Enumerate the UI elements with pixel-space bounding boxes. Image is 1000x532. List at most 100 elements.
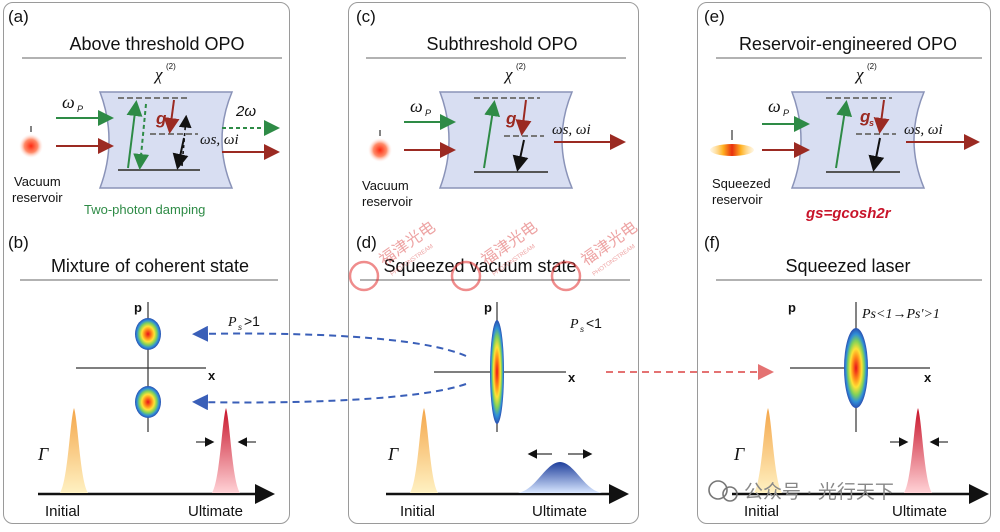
footer-brand: 公众号 · 光行天下 [708,480,894,503]
axis-p-label-f: p [788,300,796,315]
panel-e-tag: (e) [704,7,725,26]
footer-brand-text: 公众号 · 光行天下 [744,481,894,503]
axis-x-label-d: x [568,370,576,385]
panel-a-title: Above threshold OPO [69,34,244,54]
chi-label-a: χ [153,65,163,84]
pump-sub-a: P [77,104,83,114]
initial-peak-b [60,408,88,493]
pump-sub-e: P [783,108,789,118]
initial-label-f: Initial [744,503,779,520]
watermark: 福津光电 福津光电 福津光电 PHOTONSTREAM PHOTONSTREAM… [348,218,641,292]
relation-label-e: gs=gcosh2r [805,205,892,222]
pump-label-c: ω [410,96,423,116]
coupling-label-e: g [859,107,871,126]
panel-c: (c) Subthreshold OPO χ (2) ω P Vacuum re… [356,7,626,209]
prob-sub-d: s [580,325,584,334]
initial-peak-f [754,408,782,493]
coupling-label-c: g [505,109,517,128]
idler-transition-e [868,137,885,172]
prob-rel-d: <1 [586,315,602,331]
prob-label-b: P [227,315,237,330]
chi-sup-e: (2) [867,62,877,71]
coherent-state-upper [135,318,161,350]
ultimate-peak-b [212,408,240,493]
reservoir-a-2: reservoir [12,190,63,205]
out-2w-a: 2ω [235,103,256,120]
out-signal-a: ωs, ωi [200,132,239,148]
branch-arrow-upper [192,325,467,357]
axis-x-label-f: x [924,370,932,385]
ultimate-label-d: Ultimate [532,503,587,520]
chi-sup-a: (2) [166,62,176,71]
pump-transition-c [483,100,501,169]
initial-label-b: Initial [45,503,80,520]
watermark-logo-2 [450,260,482,292]
panel-b: (b) Mixture of coherent state p x P s >1… [8,233,278,520]
panel-d-title: Squeezed vacuum state [383,256,576,276]
gamma-label-d: Γ [387,444,399,464]
svg-text:P: P [227,315,237,330]
branch-arrow-lower [192,383,467,411]
prob-label-d: P [569,317,579,332]
axis-p-label-d: p [484,300,492,315]
panel-c-title: Subthreshold OPO [426,34,577,54]
gamma-label-b: Γ [37,444,49,464]
vacuum-blob-a [19,134,43,158]
panel-left [3,2,290,524]
panel-e: (e) Reservoir-engineered OPO χ (2) ω P S… [704,7,982,222]
reservoir-e-1: Squeezed [712,176,771,191]
ultimate-peak-f [904,408,932,493]
panel-e-title: Reservoir-engineered OPO [739,34,957,54]
reservoir-c-2: reservoir [362,194,413,209]
cavity-e [790,91,926,189]
pump-transition-a [126,100,143,169]
panel-right [697,2,991,524]
gamma-label-f: Γ [733,444,745,464]
prob-sub-b: s [238,323,242,332]
idler-transition-a [172,137,189,170]
ultimate-peak-d [518,462,602,493]
panel-middle [348,2,639,524]
panel-f: (f) Squeezed laser p x Ps<1→Ps'>1 Γ Init… [704,233,989,520]
cavity-c [438,91,574,189]
panel-a: (a) Above threshold OPO χ (2) ω P Vacuum… [8,7,282,217]
panel-f-tag: (f) [704,233,720,252]
panel-f-title: Squeezed laser [785,256,910,276]
svg-text:χ: χ [153,65,163,84]
damping-transition-a [133,103,150,170]
axis-x-label-b: x [208,368,216,383]
panel-d-tag: (d) [356,233,377,252]
chi-label-e: χ [854,65,864,84]
idler-transition-c [512,139,529,172]
signal-transition-e [873,99,890,134]
squeezed-laser-state [844,328,868,408]
reservoir-e-2: reservoir [712,192,763,207]
watermark-logo-1 [348,260,380,292]
signal-transition-c [515,99,532,136]
panel-b-title: Mixture of coherent state [51,256,249,276]
panel-b-tag: (b) [8,233,29,252]
squeezed-vacuum-state [490,320,504,424]
ultimate-label-f: Ultimate [892,503,947,520]
axis-p-label-b: p [134,300,142,315]
vacuum-blob-c [368,138,392,162]
wechat-icon-inner [722,486,738,502]
pump-label-a: ω [62,92,75,112]
coupling-sub-e: s [869,118,874,128]
prob-rel-b: >1 [244,313,260,329]
initial-peak-d [410,408,438,493]
panel-a-tag: (a) [8,7,29,26]
coherent-state-lower [135,386,161,418]
reservoir-a-1: Vacuum [14,174,61,189]
idler-dashed-a [178,114,192,167]
wechat-icon [708,480,728,500]
pump-transition-e [835,100,853,169]
chi-label-c: χ [503,65,513,84]
damping-label-a: Two-photon damping [84,202,205,217]
chi-sup-c: (2) [516,62,526,71]
initial-label-d: Initial [400,503,435,520]
out-signal-c: ωs, ωi [552,122,591,138]
pump-sub-c: P [425,108,431,118]
squeezed-reservoir-blob [710,144,754,156]
